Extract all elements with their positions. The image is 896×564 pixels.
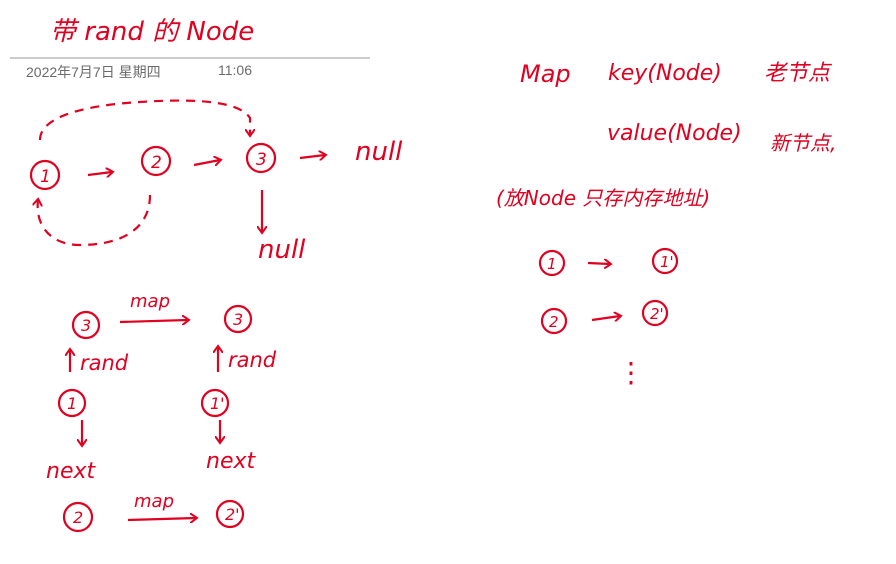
map-arrow-bottom [127,518,196,520]
copy-left-top-label: 3 [81,316,91,335]
pair-2-from-label: 2 [549,313,559,331]
list-node-3-circle [245,142,277,174]
map-value-note: 新节点, [770,131,836,155]
pair-1-from-label: 1 [547,255,557,273]
map-key-note: 老节点 [764,61,833,86]
pair-1-to-circle [651,247,679,275]
pair-2-arrow [591,316,620,320]
map-pairs [538,247,679,335]
list-node-1-circle [29,159,61,191]
map-value: value(Node) [607,121,742,146]
copy-right-mid-label: 1' [210,394,225,413]
copy-right-bottom-label: 2' [225,505,240,524]
pair-2-from-circle [540,307,568,335]
pair-2-to-circle [641,299,669,327]
copy-right-bottom-circle [215,499,245,529]
map-arrow-top [119,320,188,322]
rand-label-left: rand [80,351,129,375]
null-right-label: null [355,137,403,167]
pair-1-arrow [587,263,610,264]
null-down-label: null [258,235,306,265]
page-date: 2022年7月7日 星期四 [26,64,161,80]
rand-1-to-3 [38,99,250,141]
copy-left-mid-circle [57,388,87,418]
next-label-right: next [206,449,256,474]
rand-label-right: rand [228,348,277,372]
map-paren-note: (放Node 只存内存地址) [496,186,710,210]
list-diagram [29,99,325,247]
pair-1-to-label: 1' [660,253,674,271]
arrow-1-to-2 [87,172,112,175]
arrow-3-to-null [299,155,325,158]
arrow-2-to-3 [193,160,220,167]
rand-2-to-1 [38,194,152,247]
page-title: 带 rand 的 Node [50,17,254,47]
next-label-left: next [46,459,96,484]
map-label-bottom: map [134,491,174,512]
copy-right-top-circle [223,304,253,334]
map-ellipsis: ⋮ [617,356,645,389]
list-node-1-label: 1 [40,167,51,187]
copy-right-mid-circle [200,388,230,418]
list-node-2-circle [140,145,172,177]
copy-left-bottom-label: 2 [73,508,83,527]
page-time: 11:06 [218,62,252,78]
map-key: key(Node) [608,61,722,86]
pair-1-from-circle [538,249,566,277]
pair-2-to-label: 2' [650,305,664,323]
list-node-2-label: 2 [151,153,162,173]
copy-left-mid-label: 1 [67,394,77,413]
map-label-top: map [130,291,170,312]
copy-diagram [57,304,253,533]
map-heading: Map [520,60,571,88]
list-node-3-label: 3 [256,150,267,170]
copy-left-bottom-circle [62,501,94,533]
copy-left-top-circle [71,310,101,340]
copy-right-top-label: 3 [233,310,243,329]
